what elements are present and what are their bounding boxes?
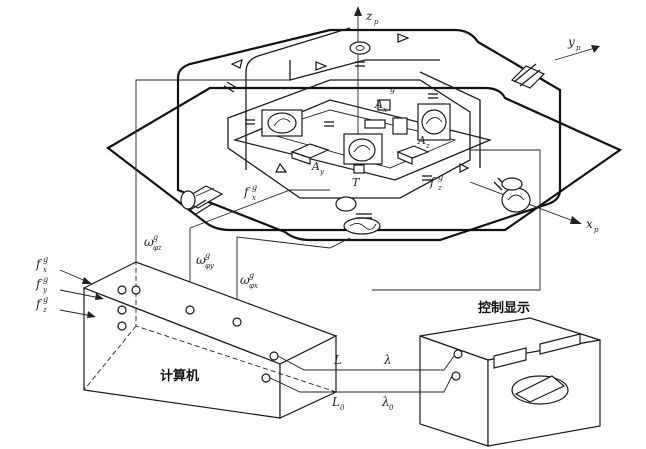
signal-lambda0-base: λ xyxy=(381,395,390,409)
input-label-fy: f g y xyxy=(35,275,48,294)
label-omega-y: ω g φy xyxy=(196,251,215,270)
zp-axis xyxy=(354,6,362,140)
az-sub: z xyxy=(425,142,430,150)
ay-base: A xyxy=(311,160,320,173)
wy-sub: φy xyxy=(205,262,215,270)
in-fx-sub: x xyxy=(43,266,47,274)
label-omega-x: ω g φx xyxy=(240,271,258,290)
signal-wires xyxy=(135,79,541,322)
computer-terminals xyxy=(117,285,279,383)
label-L0: L 0 xyxy=(331,395,345,412)
accelerometer-y xyxy=(290,143,330,165)
in-fy-sub: y xyxy=(42,286,48,294)
inner-gimbal-frame xyxy=(227,27,481,199)
in-fy-base: f xyxy=(35,277,43,291)
outer-gimbal-ring xyxy=(106,86,623,232)
wx-sup: g xyxy=(249,271,254,280)
signal-lambda: λ xyxy=(383,353,392,367)
zp-sub: p xyxy=(374,18,379,26)
input-arrows xyxy=(59,269,104,318)
label-lambda0: λ 0 xyxy=(381,395,394,412)
signal-L0-base: L xyxy=(331,395,340,409)
wx-base: ω xyxy=(240,273,250,287)
label-torquer: T xyxy=(352,176,361,189)
fz-sub: z xyxy=(437,184,442,192)
fz-base: f xyxy=(429,175,437,189)
accelerometer-top xyxy=(364,119,386,129)
top-right-motor xyxy=(510,63,546,89)
fx-sub: x xyxy=(252,194,256,202)
ay-sub: y xyxy=(319,168,325,176)
input-label-fz: f g z xyxy=(35,295,48,314)
in-fx-base: f xyxy=(35,257,43,271)
gyro-top-g: g xyxy=(390,85,395,94)
wy-base: ω xyxy=(196,253,206,267)
gyro-y-dial xyxy=(261,109,303,137)
wx-sub: φx xyxy=(249,282,258,290)
in-fx-sup: g xyxy=(43,255,48,264)
accelerometer-x xyxy=(396,145,430,165)
label-omega-z: ω g φz xyxy=(144,233,162,252)
ax-sub: x xyxy=(383,106,387,114)
in-fz-sub: z xyxy=(42,306,47,314)
in-fz-sup: g xyxy=(43,295,48,304)
middle-gimbal-ring xyxy=(176,28,562,242)
control-display-unit xyxy=(419,317,601,447)
fx-sup: g xyxy=(252,183,257,192)
gyro-z-dial xyxy=(343,133,383,165)
yp-base: y xyxy=(567,35,575,49)
computer-label: 计算机 xyxy=(160,368,199,384)
in-fy-sup: g xyxy=(43,275,48,284)
label-xp: x p xyxy=(586,217,599,234)
bottom-torquer xyxy=(335,164,381,235)
fx-base: f xyxy=(243,185,251,199)
wz-sup: g xyxy=(153,233,158,242)
yp-sub: p xyxy=(576,44,581,52)
label-L: L xyxy=(333,353,342,367)
left-axis-motor xyxy=(180,185,224,215)
az-base: A xyxy=(417,134,426,147)
label-ax: A x xyxy=(374,98,387,114)
computer-unit xyxy=(82,261,338,419)
label-fz-on-platform: f g z xyxy=(429,173,443,192)
label-az: A z xyxy=(417,134,430,150)
input-label-fx: f g x xyxy=(35,255,48,274)
ax-base: A xyxy=(374,98,383,111)
wz-sub: φz xyxy=(153,244,162,252)
label-ay: A y xyxy=(311,160,325,176)
control-display-label: 控制显示 xyxy=(478,300,530,316)
label-gyro-top: g xyxy=(390,85,395,94)
signal-L0-sub: 0 xyxy=(340,404,345,412)
label-zp: z p xyxy=(365,9,379,26)
output-lines xyxy=(269,355,455,393)
wz-base: ω xyxy=(144,235,154,249)
gyro-x-dial xyxy=(417,103,451,141)
signal-L: L xyxy=(333,353,342,367)
top-gyro xyxy=(377,99,408,135)
torquer-t: T xyxy=(352,176,361,189)
label-lambda: λ xyxy=(383,353,392,367)
signal-lambda0-sub: 0 xyxy=(389,404,394,412)
yp-axis xyxy=(554,45,600,61)
zp-base: z xyxy=(365,9,373,23)
xp-sub: p xyxy=(594,226,599,234)
xp-base: x xyxy=(586,217,593,231)
fz-sup: g xyxy=(438,173,443,182)
right-axis-motor xyxy=(501,177,531,213)
label-fx-on-platform: f g x xyxy=(243,183,257,202)
top-pivot xyxy=(349,41,371,55)
in-fz-base: f xyxy=(35,297,43,311)
wy-sup: g xyxy=(205,251,210,260)
label-yp: y p xyxy=(567,35,581,52)
